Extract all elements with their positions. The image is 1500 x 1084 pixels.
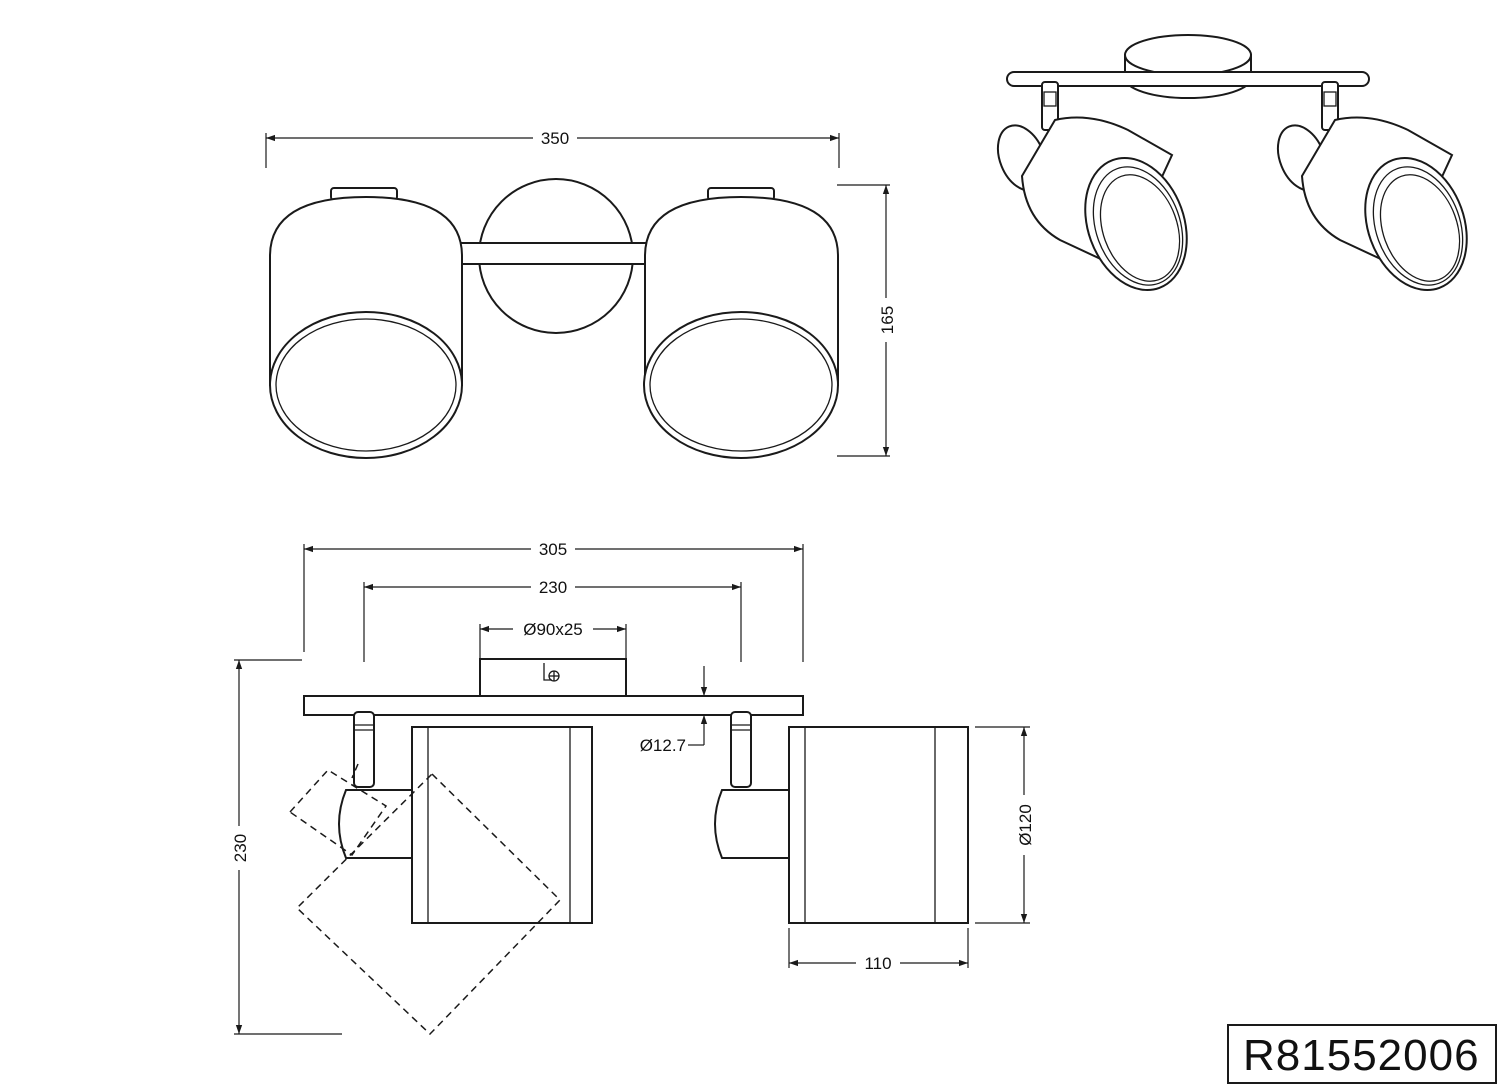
- top-spot-left: [269, 187, 463, 459]
- dim-rod: Ø12.7: [640, 736, 686, 755]
- top-bar: [447, 242, 664, 265]
- top-spot-right: [643, 187, 839, 459]
- top-view: 350 165: [265, 126, 898, 459]
- side-spot-right: [714, 711, 969, 924]
- dim-side-total-width: 305: [539, 540, 567, 559]
- dim-shade-depth: 110: [864, 954, 891, 973]
- side-bar: [303, 695, 804, 716]
- persp-spot-left: [996, 81, 1188, 291]
- perspective-view: [996, 34, 1468, 291]
- side-view: 305 230 Ø90x25 Ø12.7 Ø120 110: [228, 538, 1035, 1036]
- dim-shade-diameter: Ø120: [1016, 804, 1035, 846]
- side-canopy: [479, 658, 627, 699]
- dim-top-width: 350: [541, 129, 569, 148]
- dim-canopy: Ø90x25: [523, 620, 583, 639]
- persp-spot-right: [1276, 81, 1468, 291]
- product-code: R81552006: [1243, 1031, 1480, 1080]
- persp-canopy: [1124, 34, 1252, 76]
- side-spot-left: [288, 711, 593, 1036]
- product-code-box: R81552006: [1227, 1024, 1497, 1084]
- dim-side-spot-spacing: 230: [539, 578, 567, 597]
- dim-top-height: 165: [878, 306, 897, 334]
- dim-side-height: 230: [231, 834, 250, 862]
- persp-bar: [1006, 71, 1370, 87]
